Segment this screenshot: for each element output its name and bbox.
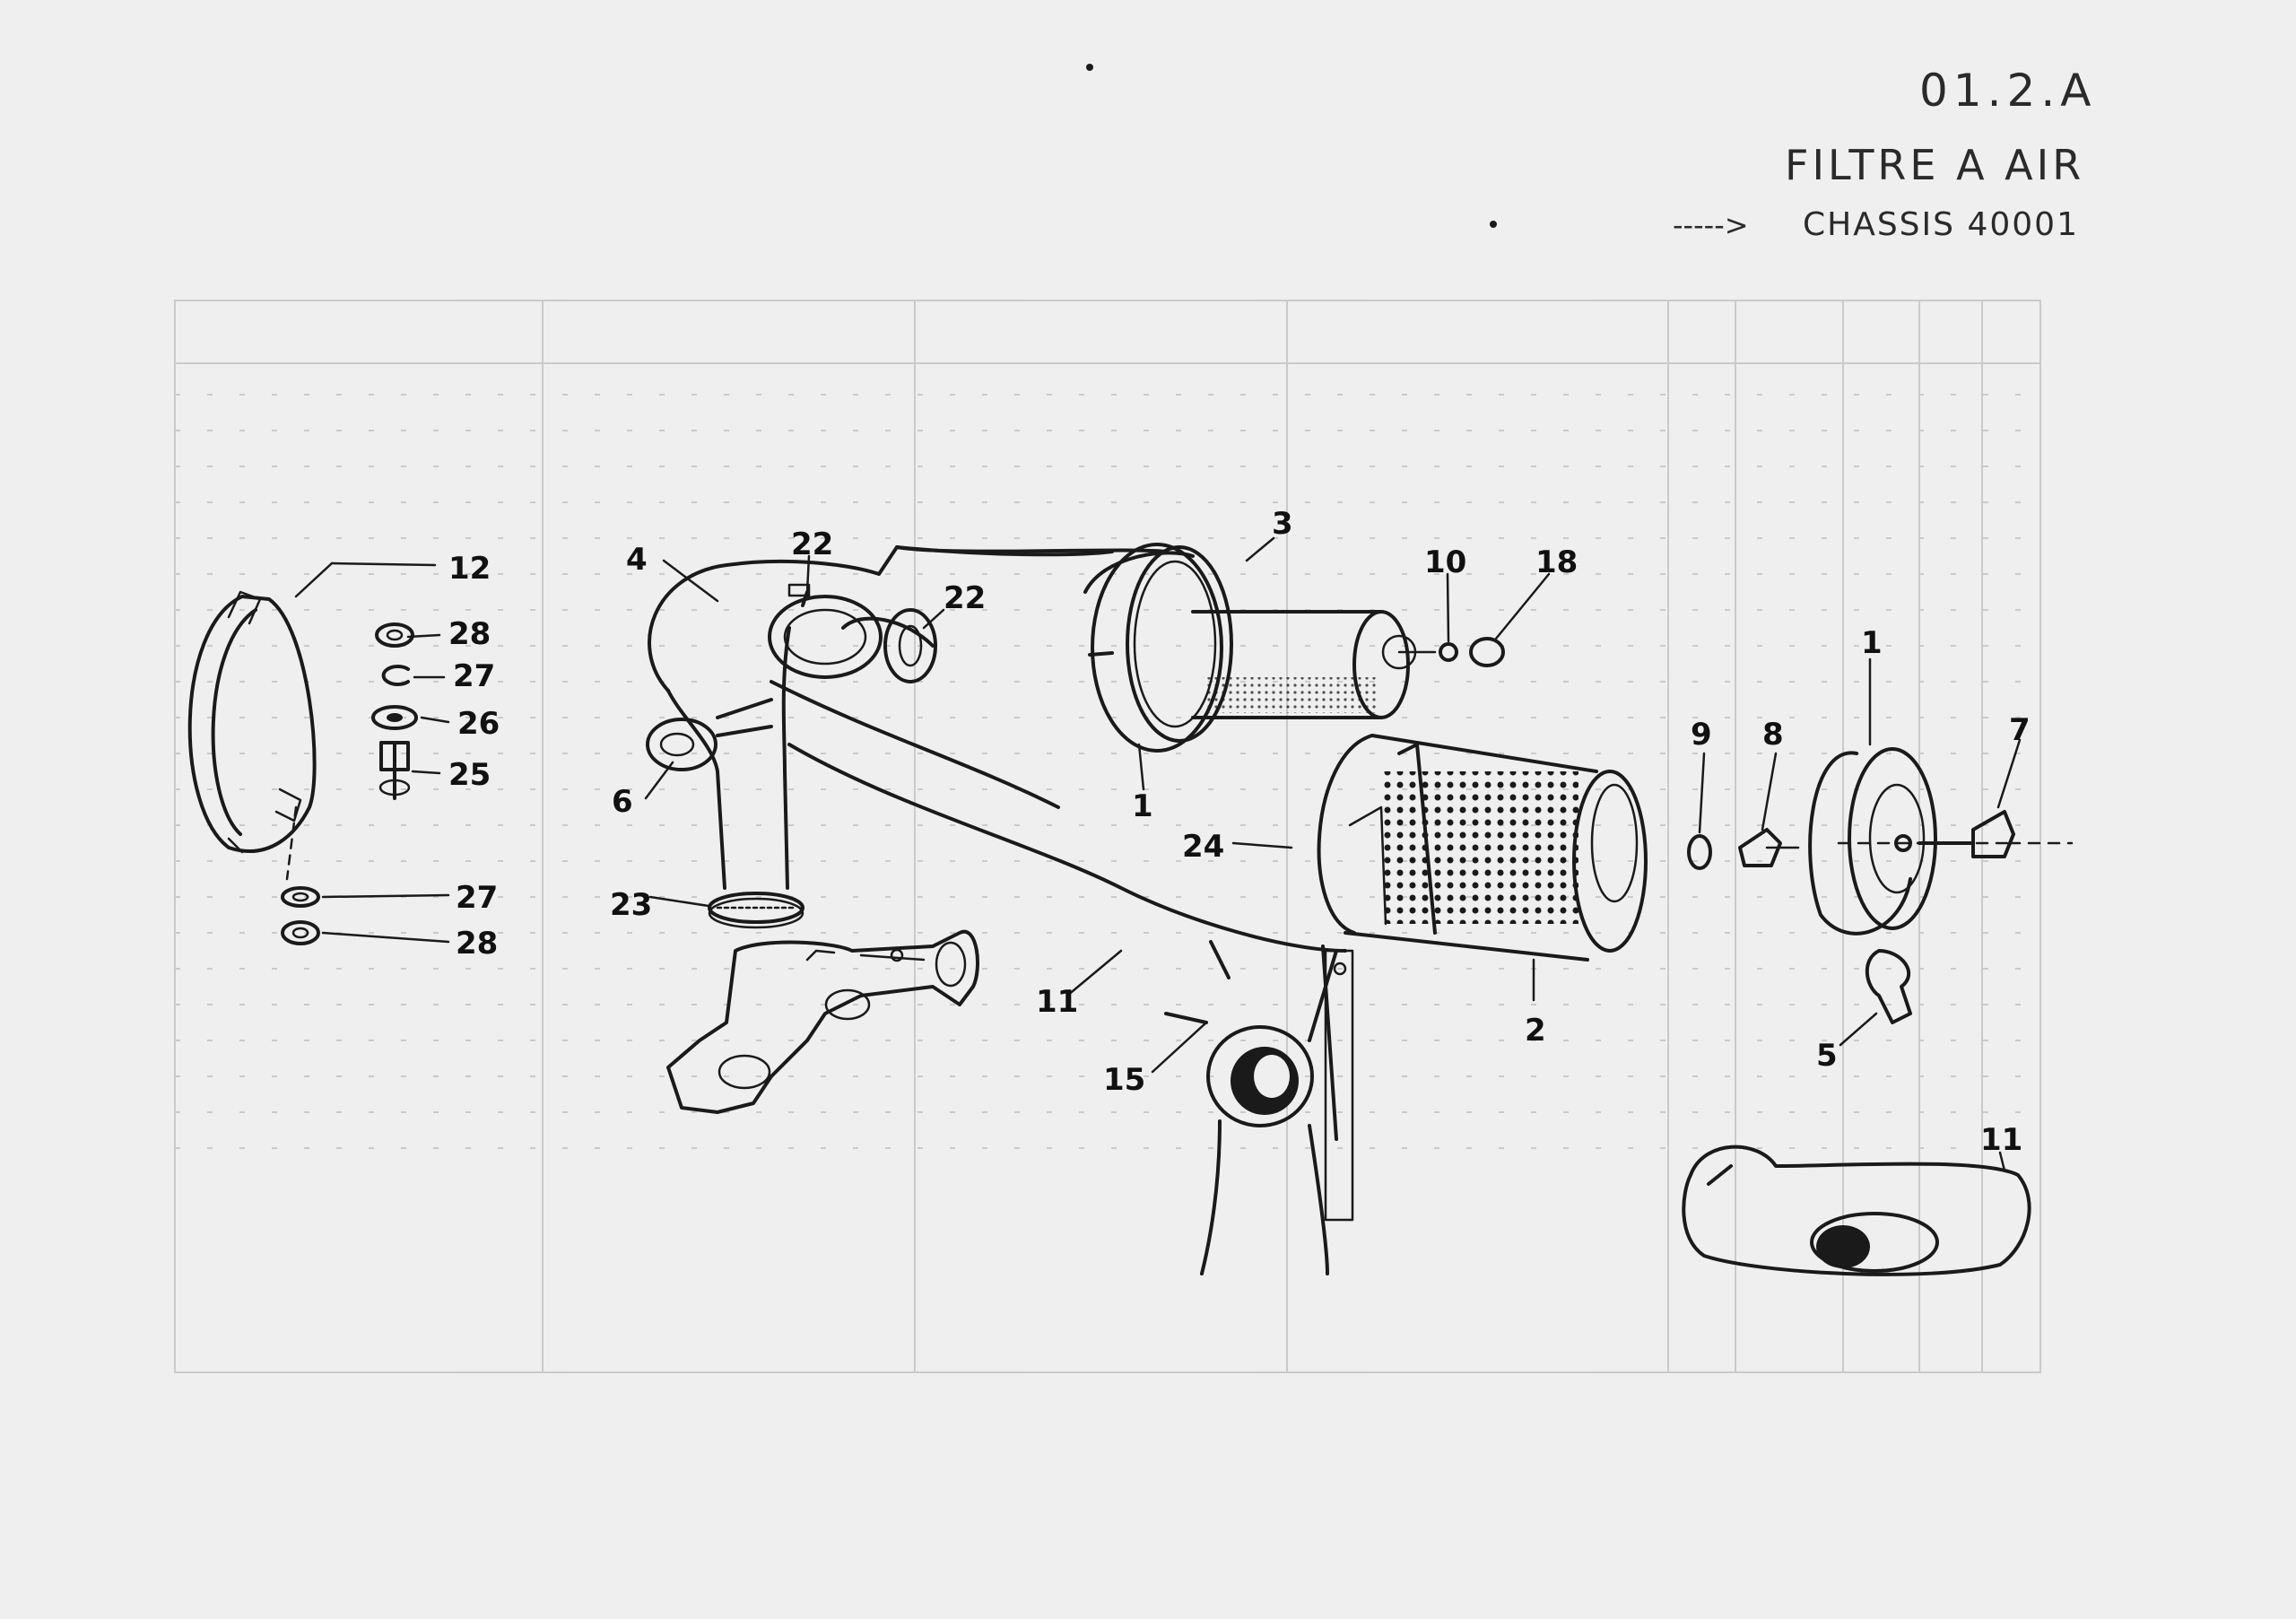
callout-6: 6 xyxy=(612,784,633,820)
ink-speck xyxy=(1086,64,1093,71)
end-cover-1-right xyxy=(1687,747,2074,1024)
callout-23: 23 xyxy=(610,887,652,923)
leader-lines xyxy=(294,536,2022,1172)
callout-1-center: 1 xyxy=(1132,788,1153,824)
callout-1-right: 1 xyxy=(1861,625,1883,661)
callout-28-bottom: 28 xyxy=(456,926,498,962)
callout-11-right: 11 xyxy=(1980,1122,2022,1158)
callout-27-top: 27 xyxy=(453,658,495,694)
callout-7: 7 xyxy=(2009,712,2031,748)
air-cleaner-cover-3 xyxy=(895,543,1233,753)
hose-11-lower xyxy=(1682,1145,2031,1276)
inlet-tube-11-15 xyxy=(770,680,1354,1275)
filter-canister-2 xyxy=(1317,734,1648,962)
inner-filter-element xyxy=(1191,610,1505,719)
callout-22-left: 22 xyxy=(791,527,833,562)
clamp-band-12 xyxy=(187,590,317,854)
callout-22-right: 22 xyxy=(944,580,986,616)
callout-2: 2 xyxy=(1525,1013,1546,1049)
callout-24: 24 xyxy=(1182,829,1224,865)
callout-27-bottom: 27 xyxy=(456,880,498,916)
intake-manifold xyxy=(666,929,979,1114)
drawing-code: 01.2.A xyxy=(1919,65,2096,117)
ink-speck xyxy=(1490,221,1497,228)
callout-11-center: 11 xyxy=(1036,984,1078,1020)
callout-10: 10 xyxy=(1424,544,1466,580)
chassis-arrow: -----> xyxy=(1673,208,1749,242)
drawing-title: FILTRE A AIR xyxy=(1785,141,2084,189)
callout-labels: 12 28 27 26 25 27 28 4 22 22 6 23 11 15 … xyxy=(448,506,2031,1158)
show-through-table xyxy=(174,300,2041,1373)
callout-4: 4 xyxy=(626,542,648,578)
callout-28-top: 28 xyxy=(448,616,491,652)
callout-26: 26 xyxy=(457,706,500,742)
callout-25: 25 xyxy=(448,757,491,793)
callout-12: 12 xyxy=(448,551,491,587)
callout-9: 9 xyxy=(1691,717,1712,753)
inlet-elbow-assembly xyxy=(646,545,1168,929)
callout-15: 15 xyxy=(1103,1062,1145,1098)
callout-8: 8 xyxy=(1762,717,1784,753)
callout-18: 18 xyxy=(1535,544,1578,580)
callout-3: 3 xyxy=(1272,506,1293,542)
fastener-stack xyxy=(281,622,418,945)
chassis-number: CHASSIS 40001 xyxy=(1803,206,2079,243)
callout-5: 5 xyxy=(1816,1038,1838,1074)
